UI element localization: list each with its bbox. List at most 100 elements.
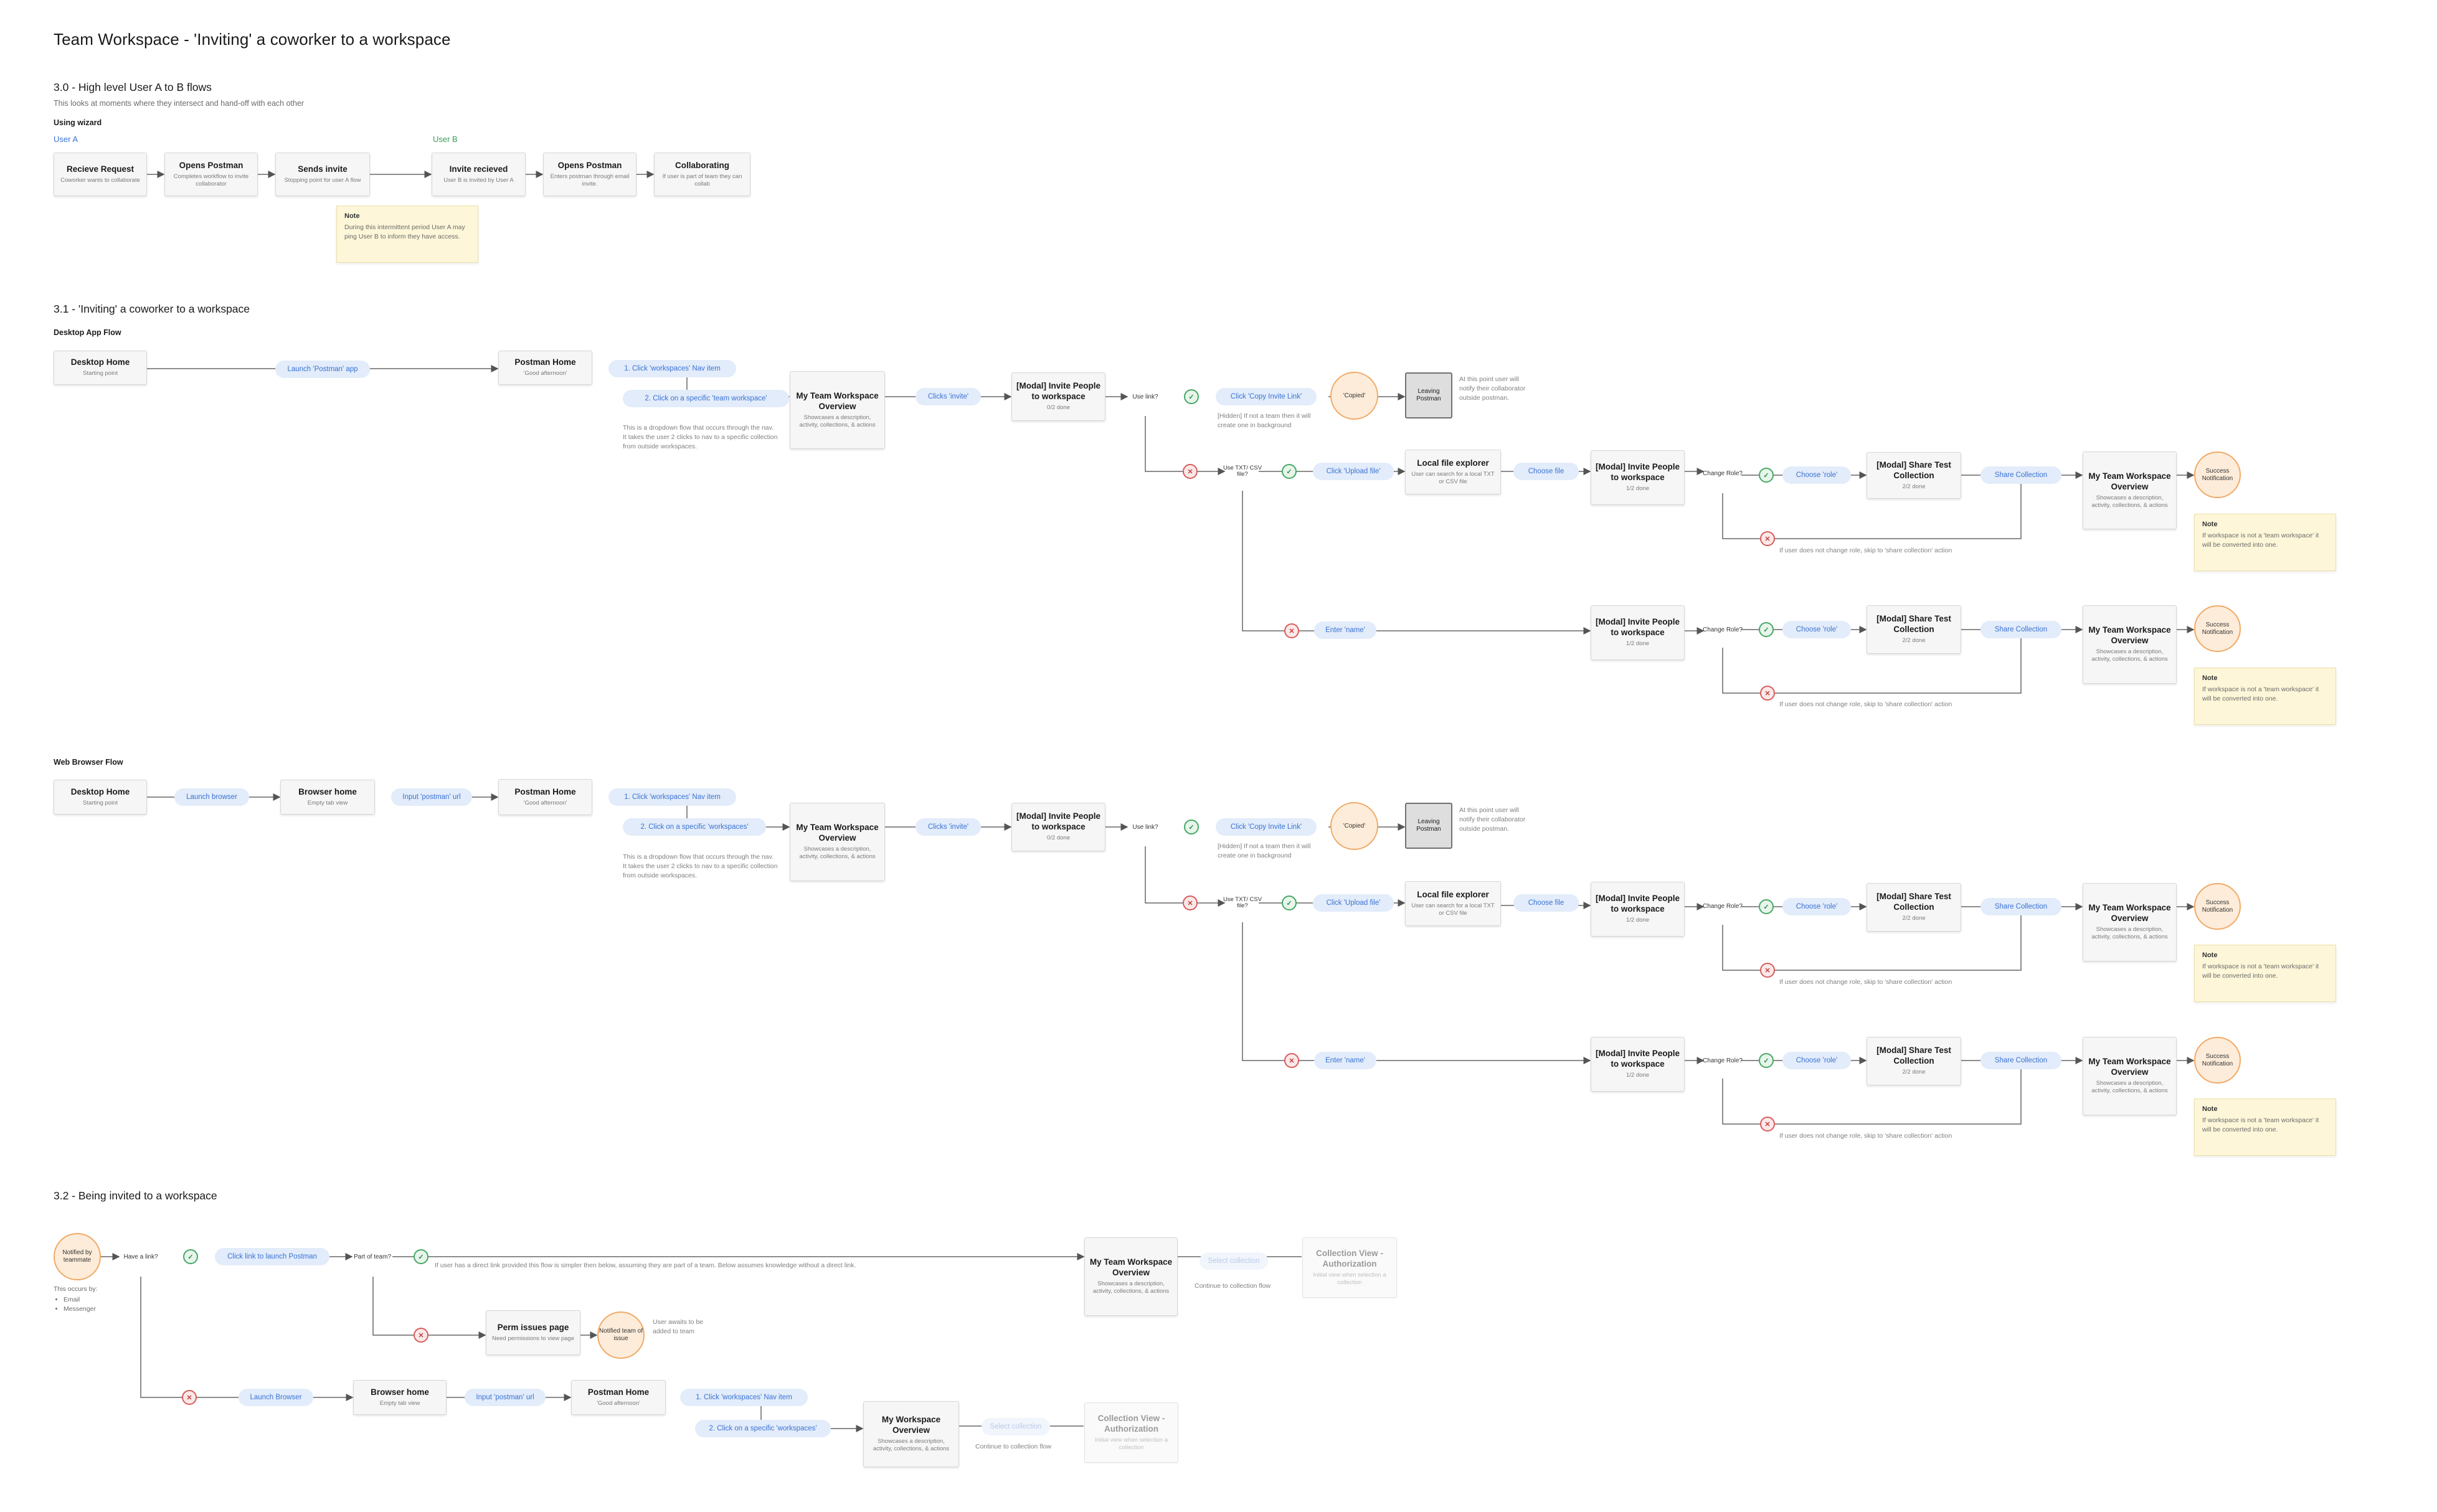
decision-label: Use link? <box>1132 823 1158 831</box>
share-collection-action[interactable]: Share Collection <box>1980 466 2061 484</box>
click-team-workspace-action[interactable]: 2. Click on a specific 'team workspace' <box>623 390 789 407</box>
dropdown-description: This is a dropdown flow that occurs thro… <box>623 853 778 880</box>
input-postman-url-action[interactable]: Input 'postman' url <box>391 788 472 806</box>
node-title: [Modal] Invite People to workspace <box>1016 811 1100 832</box>
note-body: If workspace is not a 'team workspace' i… <box>2202 532 2319 549</box>
node-title: My Workspace Overview <box>881 1415 941 1435</box>
postman-home[interactable]: Postman Home'Good afternoon' <box>571 1380 666 1415</box>
clicks-invite-action[interactable]: Clicks 'invite' <box>916 388 981 405</box>
choose-role-action[interactable]: Choose 'role' <box>1782 898 1851 915</box>
yes-check-icon: ✓ <box>1759 468 1774 483</box>
click-specific-workspaces-action[interactable]: 2. Click on a specific 'workspaces' <box>623 818 766 836</box>
node-desc: Showcases a description, activity, colle… <box>2091 494 2168 509</box>
choose-role-action[interactable]: Choose 'role' <box>1782 1052 1851 1069</box>
section-subtitle-3-0: This looks at moments where they interse… <box>54 99 305 108</box>
enter-name-action[interactable]: Enter 'name' <box>1314 1052 1376 1069</box>
select-collection-action[interactable]: Select collection <box>982 1418 1050 1435</box>
node-desc: 1/2 done <box>1626 485 1649 493</box>
node-title: My Team Workspace Overview <box>1089 1257 1173 1278</box>
web-flow-label: Web Browser Flow <box>54 758 123 767</box>
node-title: Postman Home <box>514 357 576 367</box>
node-title: Browser home <box>298 787 357 796</box>
decision-label: Change Role? <box>1703 1057 1743 1064</box>
click-workspaces-nav-action[interactable]: 1. Click 'workspaces' Nav item <box>608 360 736 377</box>
decision-change-role: Change Role? <box>1702 1039 1743 1082</box>
decision-label: Use link? <box>1132 393 1158 400</box>
postman-home[interactable]: Postman Home'Good afternoon' <box>498 779 592 815</box>
click-copy-invite-link-action[interactable]: Click 'Copy Invite Link' <box>1216 818 1317 836</box>
node-desc: Need permissions to view page <box>491 1335 574 1342</box>
choose-role-action[interactable]: Choose 'role' <box>1782 621 1851 638</box>
choose-file-action[interactable]: Choose file <box>1513 463 1579 480</box>
launch-postman-app-action[interactable]: Launch 'Postman' app <box>275 361 370 378</box>
select-collection-action[interactable]: Select collection <box>1200 1252 1268 1270</box>
node-desc: 1/2 done <box>1626 917 1649 924</box>
share-collection-action[interactable]: Share Collection <box>1980 1052 2061 1069</box>
node-title: Postman Home <box>587 1387 650 1397</box>
clicks-invite-action[interactable]: Clicks 'invite' <box>916 818 981 836</box>
share-collection-action[interactable]: Share Collection <box>1980 621 2061 638</box>
node-title: [Modal] Share Test Collection <box>1876 614 1951 635</box>
decision-use-link: Use link? <box>1127 808 1164 846</box>
yes-check-icon: ✓ <box>1282 895 1297 910</box>
node-desc: Showcases a description, activity, colle… <box>873 1438 950 1453</box>
note-body: During this intermittent period User A m… <box>344 224 465 241</box>
input-postman-url-action[interactable]: Input 'postman' url <box>465 1389 546 1406</box>
launch-browser-action[interactable]: Launch Browser <box>239 1389 313 1406</box>
node-title: [Modal] Share Test Collection <box>1876 460 1951 480</box>
click-workspaces-nav-action[interactable]: 1. Click 'workspaces' Nav item <box>608 788 736 806</box>
choose-role-action[interactable]: Choose 'role' <box>1782 466 1851 484</box>
note-body: If workspace is not a 'team workspace' i… <box>2202 686 2319 703</box>
click-specific-workspaces-action[interactable]: 2. Click on a specific 'workspaces' <box>695 1420 831 1437</box>
click-upload-file-action[interactable]: Click 'Upload file' <box>1313 463 1394 480</box>
click-copy-invite-link-action[interactable]: Click 'Copy Invite Link' <box>1216 388 1317 405</box>
choose-file-action[interactable]: Choose file <box>1513 894 1579 912</box>
skip-role-note: If user does not change role, skip to 's… <box>1779 547 1952 554</box>
yes-check-icon: ✓ <box>1759 622 1774 637</box>
click-link-launch-action[interactable]: Click link to launch Postman <box>215 1248 329 1265</box>
click-workspaces-nav-action[interactable]: 1. Click 'workspaces' Nav item <box>680 1389 808 1406</box>
yes-check-icon: ✓ <box>1282 464 1297 479</box>
click-upload-file-action[interactable]: Click 'Upload file' <box>1313 894 1394 912</box>
launch-browser-action[interactable]: Launch browser <box>174 788 249 806</box>
enter-name-action[interactable]: Enter 'name' <box>1314 621 1376 639</box>
occurs-item: Messenger <box>64 1305 98 1314</box>
node-title: [Modal] Share Test Collection <box>1876 892 1951 912</box>
share-collection-action[interactable]: Share Collection <box>1980 898 2061 915</box>
postman-home[interactable]: Postman Home'Good afternoon' <box>498 351 592 385</box>
